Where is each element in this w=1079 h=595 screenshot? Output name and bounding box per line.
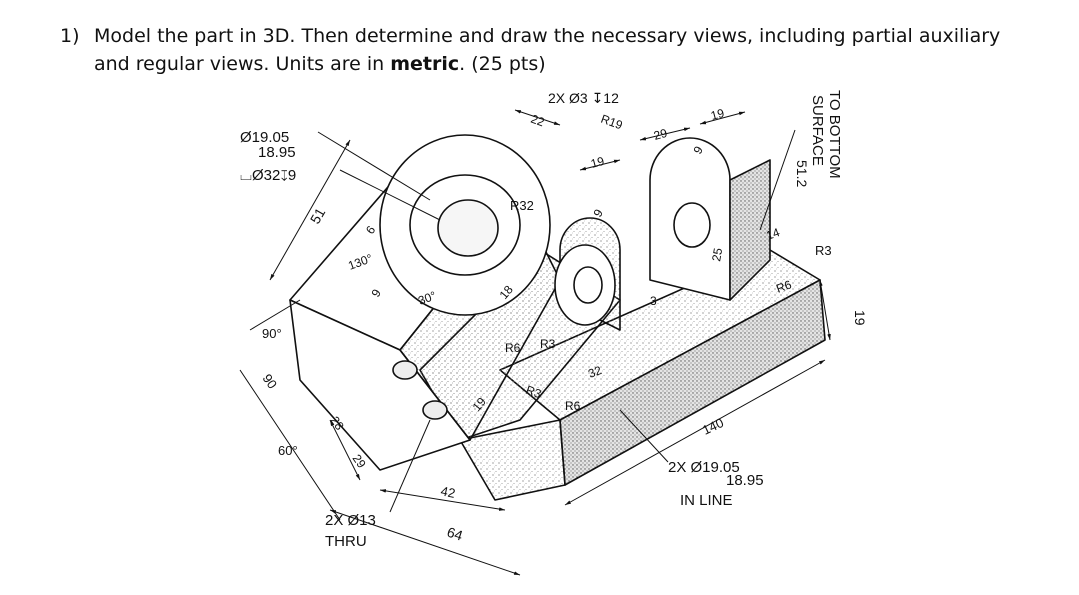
label-90-top: 90° [262, 326, 282, 341]
question-line-2: and regular views. Units are in metric. … [94, 50, 546, 78]
label-25: 25 [709, 247, 725, 263]
label-r6-right: R6 [774, 277, 794, 296]
lug-rear [649, 137, 731, 301]
label-3: 3 [650, 294, 657, 308]
question-number: 1) [60, 25, 80, 47]
label-counterbore: ⌴Ø32↧9 [240, 167, 296, 184]
label-r32: R32 [510, 198, 534, 213]
label-holes-13: 2X Ø13 [325, 512, 376, 529]
label-surface: SURFACE [809, 95, 826, 166]
left-block-front [289, 299, 471, 471]
line2-prefix: and regular views. Units are in [94, 53, 391, 75]
label-29: 29 [652, 126, 669, 143]
label-51: 51 [307, 205, 329, 227]
label-bore-dia-upper: Ø19.05 [240, 129, 289, 146]
label-51-2: 51.2 [794, 160, 810, 187]
label-r6-b: R6 [565, 399, 581, 413]
label-32: 32 [586, 363, 604, 381]
lug-rear-side [729, 159, 771, 301]
lug-rear-hole [673, 202, 711, 248]
hole-13-b [422, 400, 448, 420]
label-19-mid: 19 [589, 154, 606, 171]
label-thru: THRU [325, 533, 367, 550]
label-140: 140 [700, 415, 726, 438]
question-line-1: Model the part in 3D. Then determine and… [94, 25, 1001, 47]
hole-13-a [392, 360, 418, 380]
label-to-bottom: TO BOTTOM [826, 90, 843, 179]
label-19-side: 19 [852, 310, 868, 326]
label-r6-a: R6 [505, 341, 521, 355]
label-90: 90 [260, 371, 281, 391]
label-hole-2x3: 2X Ø3 ↧12 [548, 90, 619, 106]
label-pin-dia-lower: 18.95 [726, 472, 764, 489]
label-60: 60° [278, 443, 298, 458]
label-r3-a: R3 [540, 337, 556, 351]
part-geometry [289, 134, 826, 501]
label-42: 42 [439, 483, 456, 501]
label-22: 22 [529, 112, 547, 130]
counterbore [409, 174, 521, 276]
label-14: 14 [764, 225, 782, 243]
label-pin-dia: 2X Ø19.05 [668, 459, 740, 476]
dimension-lines [239, 109, 831, 576]
label-r3-right: R3 [815, 243, 832, 258]
label-r19: R19 [599, 112, 625, 133]
lug-front-hole-inner [573, 266, 603, 304]
label-64: 64 [445, 524, 465, 544]
lug-front-hole [554, 244, 616, 326]
label-30: 30° [416, 288, 438, 307]
label-19-top: 19 [709, 106, 726, 123]
label-bore-dia-lower: 18.95 [258, 144, 296, 161]
label-r3-b: R3 [524, 383, 544, 402]
bore [437, 199, 499, 257]
line2-suffix: . (25 pts) [459, 53, 546, 75]
label-in-line: IN LINE [680, 492, 733, 509]
metric-bold: metric [390, 53, 460, 75]
